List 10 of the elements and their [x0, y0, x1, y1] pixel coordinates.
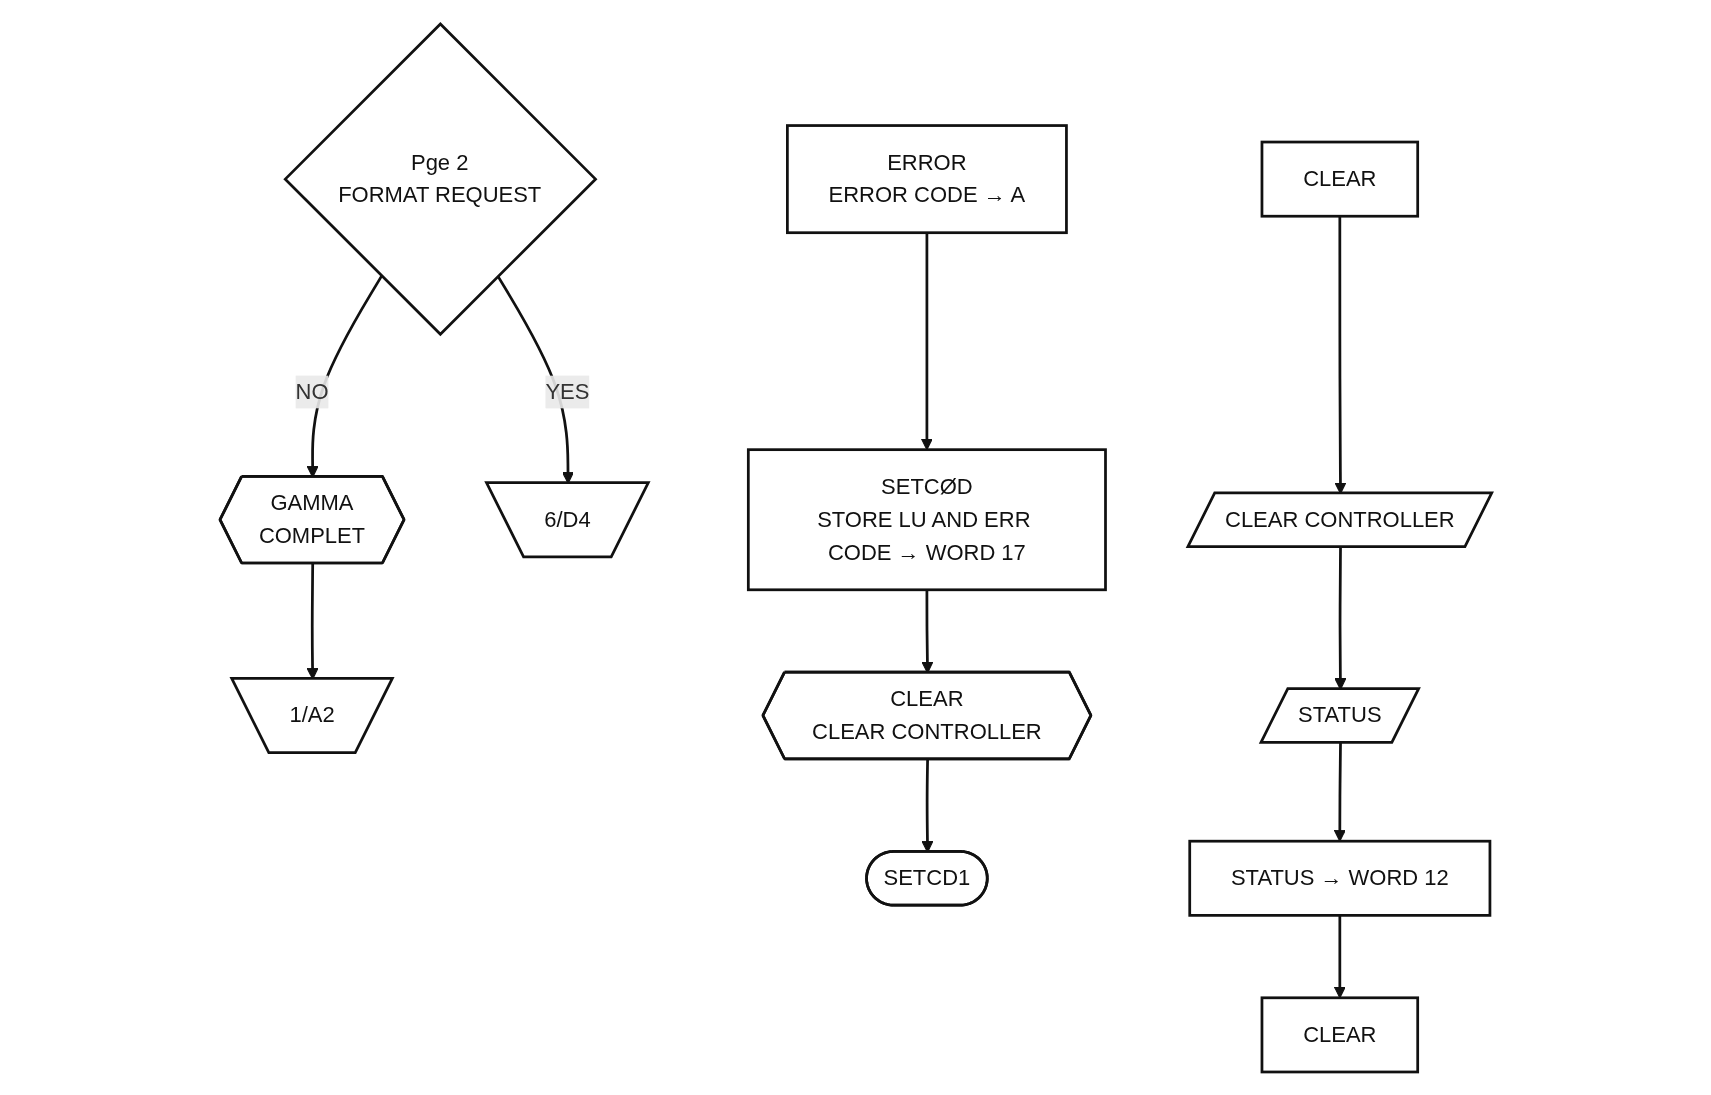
node-box: SETCØD STORE LU AND ERR CODE → WORD 17 — [746, 447, 1107, 591]
node-diamond: Pge 2 FORMAT REQUEST — [282, 21, 598, 336]
arrow — [920, 232, 933, 450]
node-box: STATUS → WORD 12 — [1187, 839, 1491, 917]
node-box: ERROR ERROR CODE → A — [785, 123, 1068, 234]
edge-label: YES — [545, 379, 590, 403]
arrow — [1333, 914, 1346, 998]
node-box: CLEAR — [1260, 995, 1419, 1073]
edge-label: NO — [295, 379, 329, 403]
node-box: CLEAR — [1260, 140, 1419, 218]
